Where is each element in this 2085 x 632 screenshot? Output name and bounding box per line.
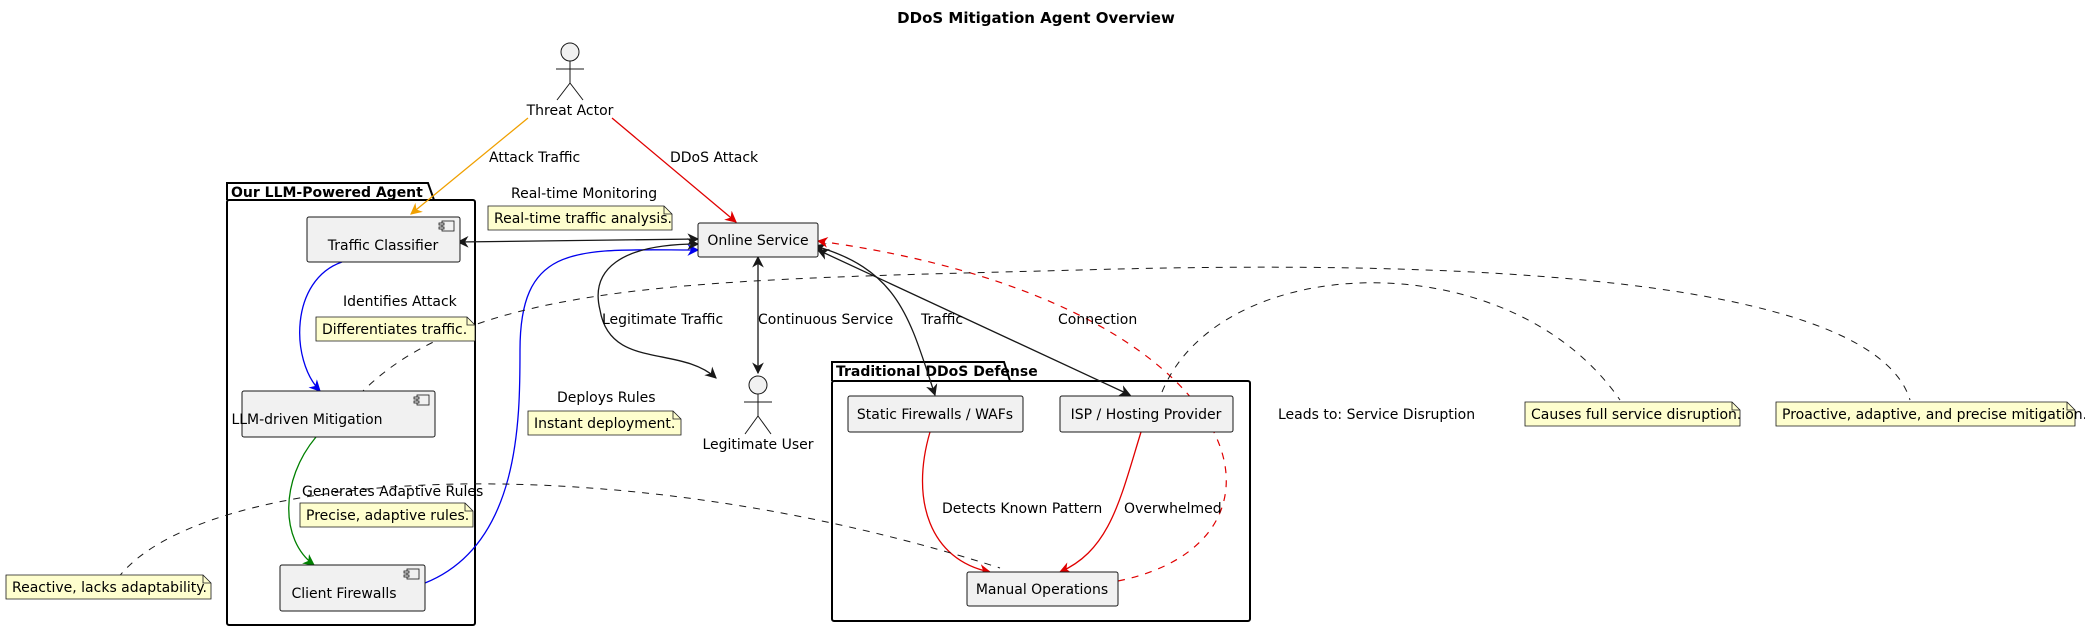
label-detects-pattern: Detects Known Pattern <box>942 501 1102 517</box>
label-traffic: Traffic <box>920 312 963 328</box>
note-instant: Instant deployment. <box>527 410 682 436</box>
legitimate-user-icon <box>748 375 768 395</box>
edge-deploys-rules <box>424 244 700 584</box>
label-realtime-monitoring: Real-time Monitoring <box>511 186 657 202</box>
label-ddos-attack: DDoS Attack <box>670 150 759 166</box>
note-realtime: Real-time traffic analysis. <box>487 205 673 231</box>
node-isp-label: ISP / Hosting Provider <box>1071 407 1222 423</box>
actor-legitimate-user <box>744 375 772 435</box>
note-realtime-text: Real-time traffic analysis. <box>494 211 672 227</box>
actor-threat-label: Threat Actor <box>526 103 614 119</box>
node-online-service: Online Service <box>697 222 819 258</box>
node-manual-ops-label: Manual Operations <box>976 582 1108 598</box>
note-reactive: Reactive, lacks adaptability. <box>5 574 212 600</box>
actor-legitimate-user-label: Legitimate User <box>702 437 813 453</box>
note-link-reactive <box>117 483 1001 579</box>
note-link-causes <box>1161 282 1621 401</box>
note-causes: Causes full service disruption. <box>1524 401 1741 427</box>
node-llm-mitigation: LLM-driven Mitigation <box>231 390 436 438</box>
node-static-firewalls: Static Firewalls / WAFs <box>847 395 1024 433</box>
edge-legitimate-traffic <box>597 238 717 379</box>
note-reactive-text: Reactive, lacks adaptability. <box>12 580 207 596</box>
actor-threat <box>556 42 584 101</box>
component-icon <box>413 394 430 406</box>
note-proactive-text: Proactive, adaptive, and precise mitigat… <box>1782 407 2085 423</box>
note-precise-text: Precise, adaptive rules. <box>306 508 469 524</box>
edge-generates-rules <box>288 436 317 566</box>
label-connection: Connection <box>1058 312 1137 328</box>
package-llm-agent: Our LLM-Powered Agent <box>226 182 476 626</box>
node-llm-mitigation-label: LLM-driven Mitigation <box>231 412 382 428</box>
edge-detects-pattern <box>922 431 992 576</box>
note-instant-text: Instant deployment. <box>534 416 675 432</box>
note-causes-text: Causes full service disruption. <box>1531 407 1741 423</box>
note-differentiates: Differentiates traffic. <box>315 316 476 342</box>
label-continuous-service: Continuous Service <box>758 312 893 328</box>
node-client-firewalls-label: Client Firewalls <box>291 586 396 602</box>
label-attack-traffic: Attack Traffic <box>489 150 580 166</box>
note-proactive: Proactive, adaptive, and precise mitigat… <box>1775 401 2085 427</box>
label-generates-rules: Generates Adaptive Rules <box>302 484 483 500</box>
threat-actor-icon <box>560 42 580 62</box>
label-overwhelmed: Overwhelmed <box>1124 501 1222 517</box>
edge-ddos-attack <box>611 117 737 223</box>
node-client-firewalls: Client Firewalls <box>279 564 426 612</box>
edge-identifies-attack <box>299 261 343 392</box>
node-traffic-classifier-label: Traffic Classifier <box>327 238 439 254</box>
node-isp: ISP / Hosting Provider <box>1059 395 1234 433</box>
node-manual-ops: Manual Operations <box>966 571 1119 607</box>
component-icon <box>403 568 420 580</box>
node-online-service-label: Online Service <box>707 233 808 249</box>
diagram-title: DDoS Mitigation Agent Overview <box>897 9 1175 27</box>
node-traffic-classifier: Traffic Classifier <box>306 216 461 263</box>
label-leads-to: Leads to: Service Disruption <box>1278 407 1475 423</box>
package-traditional-defense-title: Traditional DDoS Defense <box>836 364 1038 380</box>
edge-overwhelmed <box>1058 431 1142 574</box>
label-legitimate-traffic: Legitimate Traffic <box>602 312 723 328</box>
label-identifies-attack: Identifies Attack <box>343 294 458 310</box>
edge-connection <box>816 249 1132 396</box>
note-differentiates-text: Differentiates traffic. <box>322 322 467 338</box>
edge-realtime-monitoring <box>456 233 700 248</box>
label-deploys-rules: Deploys Rules <box>557 390 656 406</box>
note-precise: Precise, adaptive rules. <box>299 502 474 528</box>
note-link-proactive <box>358 266 1911 401</box>
node-static-firewalls-label: Static Firewalls / WAFs <box>857 407 1013 423</box>
package-llm-agent-title: Our LLM-Powered Agent <box>231 185 423 201</box>
edge-attack-traffic <box>410 117 529 215</box>
component-icon <box>438 220 455 232</box>
